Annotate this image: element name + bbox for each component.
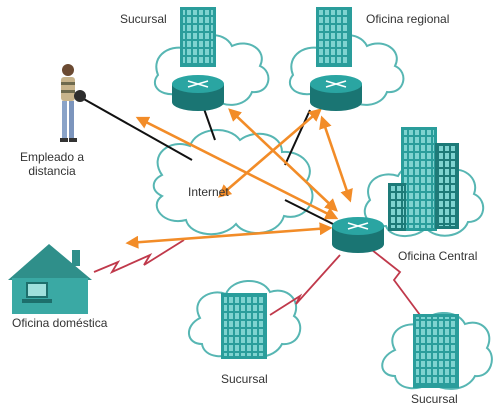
vpn-arrow-regional-central bbox=[319, 115, 353, 203]
label-regional-office: Oficina regional bbox=[366, 12, 450, 26]
building-icon-central bbox=[388, 127, 459, 231]
label-internet: Internet bbox=[188, 185, 229, 199]
router-icon-branch-top bbox=[172, 75, 224, 111]
link-central-branch-bottom-right bbox=[371, 249, 421, 316]
person-icon bbox=[60, 64, 86, 142]
label-teleworker-line1: Empleado a bbox=[19, 150, 85, 164]
vpn-arrow-home bbox=[125, 222, 333, 249]
building-icon-regional bbox=[316, 7, 352, 67]
building-icon-branch-bottom-right bbox=[413, 314, 459, 388]
router-icon-regional bbox=[310, 75, 362, 111]
router-icon-central bbox=[332, 217, 384, 253]
label-branch-top: Sucursal bbox=[120, 12, 167, 26]
wan-links bbox=[93, 239, 421, 316]
link-home-internet bbox=[93, 239, 185, 274]
house-icon bbox=[8, 244, 92, 314]
cloud-icon-internet bbox=[152, 128, 314, 236]
label-branch-bottom-right: Sucursal bbox=[411, 392, 458, 406]
building-icon-branch-bottom-left bbox=[221, 293, 267, 359]
label-central-office: Oficina Central bbox=[398, 249, 478, 263]
vpn-arrows bbox=[125, 108, 353, 249]
label-home-office: Oficina doméstica bbox=[12, 316, 108, 330]
building-icon-branch-top bbox=[180, 7, 216, 67]
label-teleworker: Empleado a distancia bbox=[12, 150, 92, 178]
computer-icon bbox=[22, 282, 52, 303]
label-teleworker-line2: distancia bbox=[28, 164, 76, 178]
label-branch-bottom-left: Sucursal bbox=[221, 372, 268, 386]
link-central-branch-bottom-left bbox=[269, 254, 341, 316]
vpn-arrow-regional-internet bbox=[218, 108, 322, 198]
link-teleworker-internet bbox=[81, 97, 193, 161]
